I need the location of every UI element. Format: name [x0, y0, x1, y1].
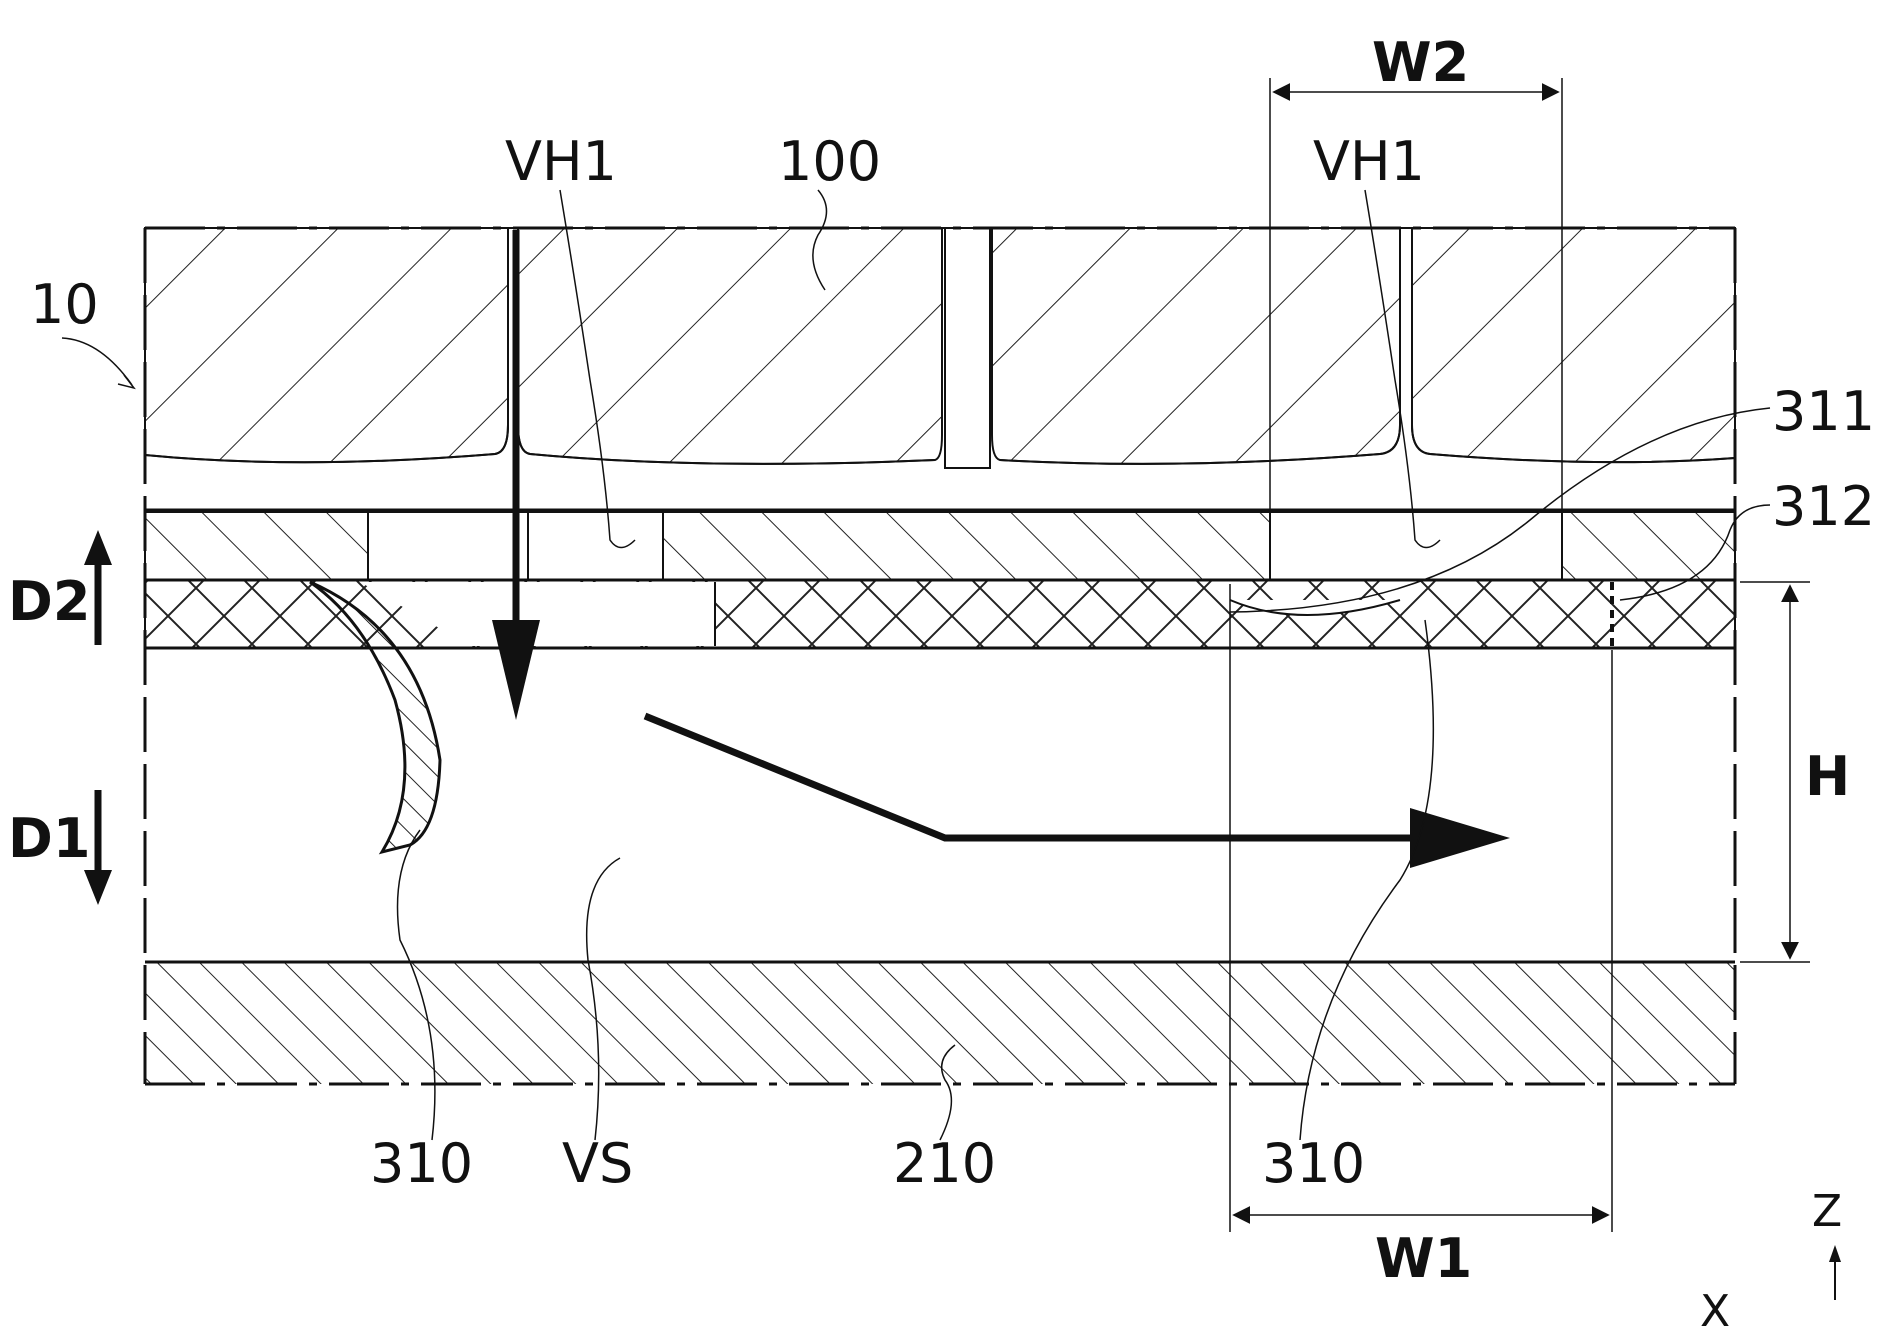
label-via-right: VH1 [1313, 135, 1425, 189]
bottom-plate-210 [145, 962, 1735, 1084]
dimension-h [1740, 582, 1810, 962]
label-space-vs: VS [562, 1137, 633, 1191]
plate-100 [145, 228, 1735, 510]
label-assembly-10: 10 [30, 278, 99, 332]
layer-312 [145, 512, 1735, 580]
label-plate-100: 100 [778, 135, 881, 189]
label-via-left: VH1 [505, 135, 617, 189]
label-baffle-left-310: 310 [370, 1137, 473, 1191]
label-bottom-plate-210: 210 [893, 1137, 996, 1191]
label-dimension-h: H [1805, 750, 1850, 804]
label-part-311: 311 [1772, 385, 1875, 439]
label-dimension-w2: W2 [1372, 36, 1469, 90]
flow-arrow-horizontal [645, 716, 1510, 868]
label-dimension-w1: W1 [1375, 1232, 1472, 1286]
label-baffle-right-310: 310 [1262, 1137, 1365, 1191]
label-direction-d2: D2 [8, 575, 90, 629]
label-direction-d1: D1 [8, 812, 90, 866]
label-axis-z: Z [1812, 1190, 1842, 1234]
axis-indicator [1829, 1245, 1841, 1300]
label-axis-x: X [1700, 1290, 1730, 1334]
label-part-312: 312 [1772, 480, 1875, 534]
